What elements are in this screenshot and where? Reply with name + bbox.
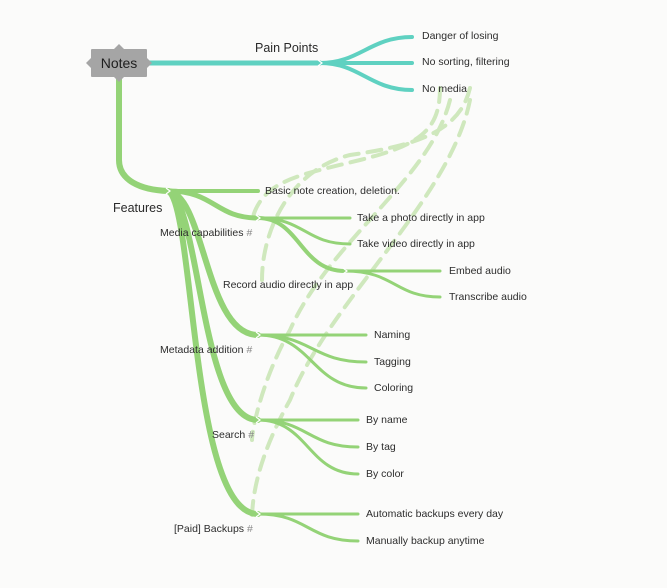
node-by-tag-label: By tag [366, 441, 396, 453]
node-pain-points[interactable]: Pain Points [255, 41, 318, 56]
node-embed-audio[interactable]: Embed audio [449, 265, 511, 278]
node-danger-of-losing[interactable]: Danger of losing [422, 30, 498, 43]
node-by-name[interactable]: By name [366, 414, 407, 427]
node-take-video[interactable]: Take video directly in app [357, 238, 475, 251]
node-automatic-backups-label: Automatic backups every day [366, 508, 504, 520]
node-no-sorting-label: No sorting, filtering [422, 56, 510, 68]
hash-tag-icon: # [246, 344, 253, 356]
node-features-label: Features [113, 201, 163, 215]
node-search[interactable]: Search# [212, 429, 254, 442]
node-basic-note[interactable]: Basic note creation, deletion. [265, 185, 400, 198]
junction-audio [342, 267, 348, 275]
node-record-audio[interactable]: Record audio directly in app [223, 279, 353, 292]
dashed-link-sorting [260, 86, 472, 282]
features-branch [116, 75, 442, 543]
node-coloring[interactable]: Coloring [374, 382, 413, 395]
node-search-label: Search [212, 429, 246, 441]
junction-media [255, 214, 261, 222]
node-transcribe-audio-label: Transcribe audio [449, 291, 527, 303]
root-node[interactable]: Notes [91, 49, 147, 77]
node-no-media-label: No media [422, 83, 467, 95]
link-features-media [165, 188, 261, 221]
link-pain-danger [318, 35, 414, 65]
root-knob-bottom [114, 77, 124, 82]
node-coloring-label: Coloring [374, 382, 414, 394]
node-by-name-label: By name [366, 414, 408, 426]
link-media-audio [256, 216, 347, 273]
node-pain-points-label: Pain Points [255, 41, 319, 55]
junction-features [165, 187, 171, 195]
node-take-video-label: Take video directly in app [357, 238, 475, 250]
node-paid-backups-label: [Paid] Backups [174, 523, 245, 535]
junction-backups [255, 510, 261, 518]
node-manual-backup-label: Manually backup anytime [366, 535, 485, 547]
node-media-capabilities[interactable]: Media capabilities# [160, 227, 252, 240]
link-search-color [256, 418, 360, 476]
node-transcribe-audio[interactable]: Transcribe audio [449, 291, 527, 304]
link-backup-manual [256, 512, 360, 543]
hash-tag-icon: # [246, 227, 253, 239]
link-meta-coloring [256, 333, 368, 390]
node-metadata-addition-label: Metadata addition [160, 344, 244, 356]
link-audio-transcribe [343, 269, 442, 299]
node-by-color-label: By color [366, 468, 404, 480]
node-take-photo[interactable]: Take a photo directly in app [357, 212, 485, 225]
node-tagging-label: Tagging [374, 356, 411, 368]
pain-points-branch [146, 35, 414, 92]
dashed-link-media-1 [250, 98, 452, 442]
node-record-audio-label: Record audio directly in app [223, 279, 354, 291]
node-tagging[interactable]: Tagging [374, 356, 411, 369]
link-root-features [116, 75, 171, 194]
node-danger-of-losing-label: Danger of losing [422, 30, 499, 42]
root-knobs [86, 44, 152, 82]
node-no-media[interactable]: No media [422, 83, 467, 96]
link-features-metadata [165, 188, 261, 338]
node-by-color[interactable]: By color [366, 468, 404, 481]
node-embed-audio-label: Embed audio [449, 265, 511, 277]
node-by-tag[interactable]: By tag [366, 441, 396, 454]
node-take-photo-label: Take a photo directly in app [357, 212, 485, 224]
node-paid-backups[interactable]: [Paid] Backups# [174, 523, 253, 536]
node-manual-backup[interactable]: Manually backup anytime [366, 535, 484, 548]
link-features-search [165, 188, 261, 423]
junction-metadata [255, 331, 261, 339]
hash-tag-icon: # [247, 523, 253, 535]
node-no-sorting[interactable]: No sorting, filtering [422, 56, 510, 69]
root-knob-right [147, 58, 152, 68]
link-features-backups [165, 188, 261, 517]
root-knob-left [86, 58, 91, 68]
node-naming[interactable]: Naming [374, 329, 410, 342]
root-knob-top [114, 44, 124, 49]
dashed-link-danger [250, 86, 442, 222]
dashed-link-media-2 [250, 98, 472, 522]
node-basic-note-label: Basic note creation, deletion. [265, 185, 400, 197]
junction-markers [165, 59, 348, 518]
root-label: Notes [100, 55, 138, 71]
link-pain-media [318, 61, 414, 92]
hash-tag-icon: # [248, 429, 255, 441]
node-features[interactable]: Features [113, 201, 162, 216]
junction-search [255, 416, 261, 424]
cross-links [250, 86, 472, 522]
node-media-capabilities-label: Media capabilities [160, 227, 244, 239]
junction-painpoints [317, 59, 323, 67]
node-metadata-addition[interactable]: Metadata addition# [160, 344, 252, 357]
node-automatic-backups[interactable]: Automatic backups every day [366, 508, 503, 521]
node-naming-label: Naming [374, 329, 411, 341]
